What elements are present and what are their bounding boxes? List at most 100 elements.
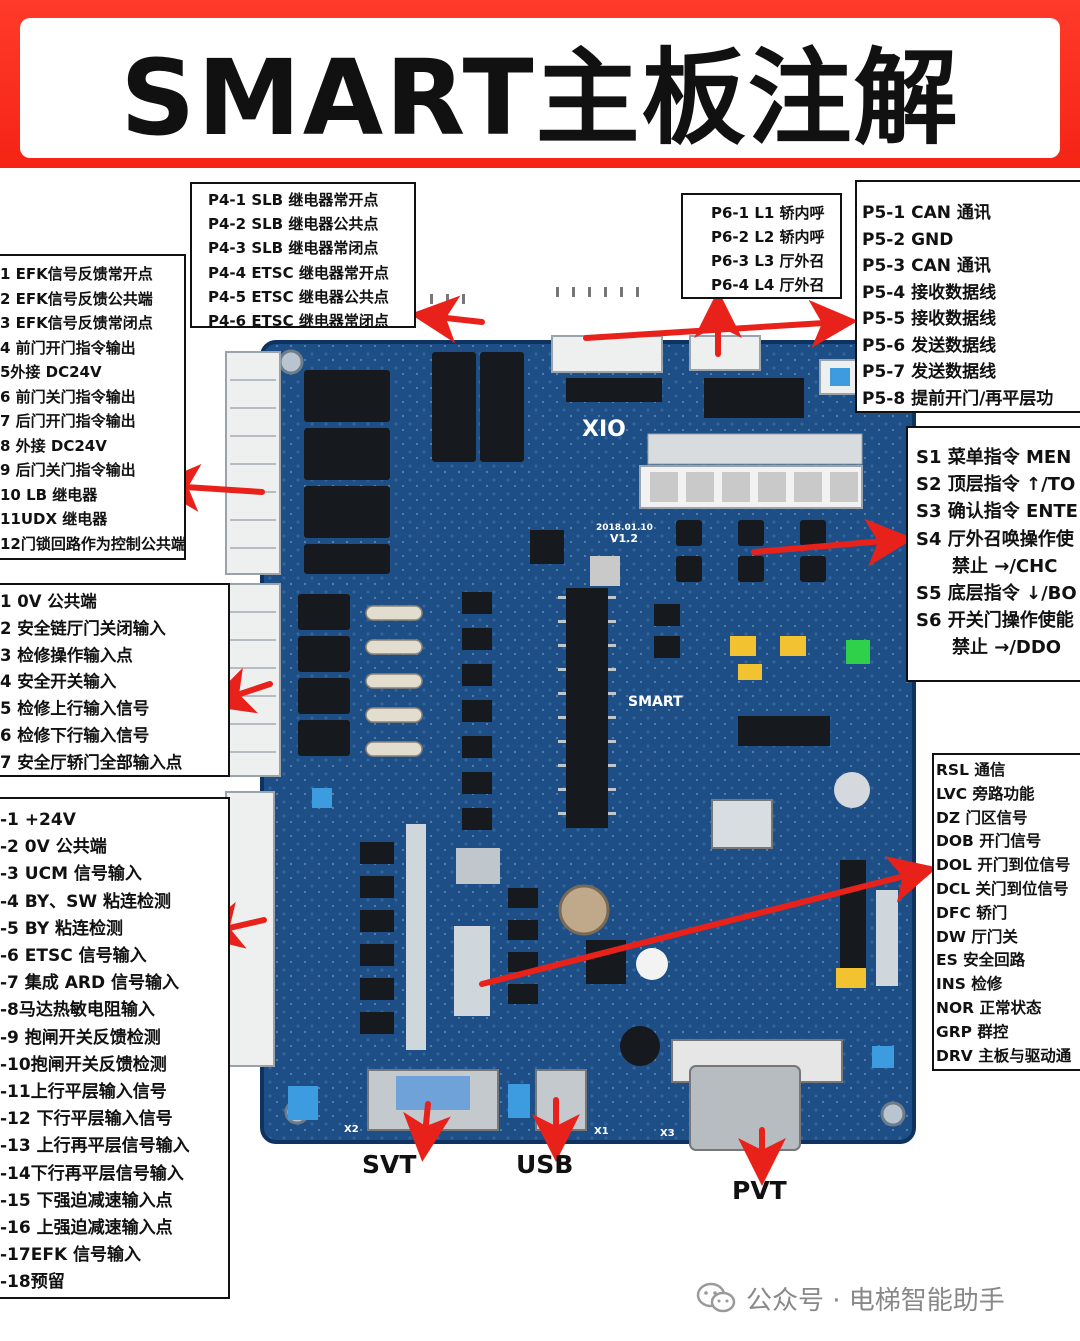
microcontroller [530, 530, 620, 828]
left1-label-row: 6 前门关门指令输出 [0, 387, 136, 406]
signal-label-row: DOL 开门到位信号 [936, 856, 1071, 875]
p6-label-box: P6-1 L1 轿内呼 P6-2 L2 轿内呼 P6-3 L3 厅外召 P6-4 L4… [681, 193, 842, 299]
left1-label-row: 9 后门关门指令输出 [0, 461, 136, 479]
board-label-date: 2018.01.10 [596, 523, 653, 533]
left3-label-row: -8马达热敏电阻输入 [0, 1000, 155, 1021]
signal-label-row: RSL 通信 [936, 761, 1006, 779]
left1-label-row: 3 EFK信号反馈常闭点 [0, 314, 153, 332]
signal-label-row: NOR 正常状态 [936, 998, 1042, 1017]
arrow-to-s-box [751, 518, 914, 567]
signal-label-row: INS 检修 [936, 975, 1003, 994]
board-label-x3: X3 [660, 1128, 675, 1139]
left2-label-row: 7 安全厅轿门全部输入点 [0, 752, 183, 772]
watermark-text: 公众号 · 电梯智能助手 [746, 1285, 1005, 1316]
signal-label-row: DFC 轿门 [936, 903, 1008, 922]
p5-label-row: P5-8 提前开门/再平层功 [862, 388, 1054, 409]
left3-label-row: -17EFK 信号输入 [0, 1245, 142, 1266]
p6-label-row: P6-1 L1 轿内呼 [711, 204, 825, 222]
left3-label-row: -4 BY、SW 粘连检测 [0, 891, 172, 912]
arrow-to-p5 [583, 299, 858, 348]
bottom-connectors [367, 1039, 843, 1151]
switch-label-row: S1 菜单指令 MEN [916, 447, 1072, 468]
p5-label-row: P5-6 发送数据线 [862, 335, 997, 356]
p4-label-row: P4-5 ETSC 继电器公共点 [208, 287, 389, 306]
switch-label-row: 禁止 →/DDO [952, 637, 1062, 659]
resistors [365, 605, 423, 757]
arrow-to-svt [403, 1101, 451, 1162]
p4-label-row: P4-4 ETSC 继电器常开点 [208, 263, 389, 282]
arrow-to-left2 [204, 667, 273, 714]
left2-label-row: 2 安全链厅门关闭输入 [0, 618, 166, 638]
left2-label-row: 3 检修操作输入点 [0, 645, 133, 665]
header-strips [406, 824, 898, 1050]
optocouplers [360, 592, 866, 1034]
seven-segment-displays [639, 433, 863, 509]
p5-label-row: P5-1 CAN 通讯 [862, 203, 991, 223]
p5-label-row: P5-2 GND [862, 229, 954, 250]
title-banner: SMART主板注解 [0, 0, 1080, 168]
switch-label-row: S6 开关门操作使能 [916, 610, 1074, 632]
p4-label-row: P4-6 ETSC 继电器常闭点 [208, 312, 389, 328]
port-label-usb: USB [516, 1150, 574, 1179]
signal-label-row: GRP 群控 [936, 1022, 1009, 1041]
left3-label-row: -16 上强迫减速输入点 [0, 1218, 173, 1239]
left3-label-row: -7 集成 ARD 信号输入 [0, 973, 179, 994]
left1-label-row: 12门锁回路作为控制公共端 [0, 534, 184, 553]
p5-label-row: P5-4 接收数据线 [862, 282, 997, 303]
signal-label-row: DOB 开门信号 [936, 832, 1042, 851]
watermark: 公众号 · 电梯智能助手 [696, 1278, 1005, 1318]
p5-label-row: P5-7 发送数据线 [862, 362, 997, 382]
board-label-smart: SMART [628, 694, 683, 710]
board-label-version: V1.2 [610, 532, 638, 545]
p6-label-row: P6-2 L2 轿内呼 [711, 228, 825, 246]
left3-label-row: -13 上行再平层信号输入 [0, 1136, 190, 1157]
indicator-parts [288, 368, 894, 1120]
board-label-x1: X1 [594, 1126, 609, 1137]
arrow-to-signal-box [479, 856, 938, 987]
left3-label-row: -3 UCM 信号输入 [0, 864, 142, 885]
left3-label-row: -14下行再平层信号输入 [0, 1163, 184, 1184]
signal-label-row: ES 安全回路 [936, 951, 1026, 970]
page-title: SMART主板注解 [20, 18, 1060, 158]
switch-label-row: 禁止 →/CHC [952, 555, 1058, 577]
arrow-to-p4 [410, 295, 485, 344]
left3-label-row: -12 下行平层输入信号 [0, 1109, 173, 1130]
left3-label-row: -10抱闸开关反馈检测 [0, 1054, 167, 1075]
left2-label-row: 4 安全开关输入 [0, 672, 117, 692]
relays [298, 352, 524, 756]
signal-label-row: DRV 主板与驱动通 [936, 1046, 1072, 1065]
left3-label-row: -18预留 [0, 1272, 65, 1293]
left2-label-row: 6 检修下行输入信号 [0, 725, 150, 745]
left1-label-row: 2 EFK信号反馈公共端 [0, 289, 153, 308]
p6-label-row: P6-3 L3 厅外召 [711, 252, 825, 270]
p4-label-row: P4-1 SLB 继电器常开点 [208, 191, 379, 209]
wechat-icon [696, 1282, 736, 1313]
left2-label-row: 1 0V 公共端 [0, 592, 97, 611]
left3-label-row: -11上行平层输入信号 [0, 1082, 167, 1103]
p5-label-row: P5-3 CAN 通讯 [862, 256, 991, 276]
switch-label-row: S2 顶层指令 ↑/TO [916, 474, 1076, 496]
p6-label-row: P6-4 L4 厅外召 [711, 276, 825, 294]
p5-label-box: P5-1 CAN 通讯 P5-2 GND P5-3 CAN 通讯 P5-4 接收数据线… [855, 180, 1080, 413]
left1-label-row: 11UDX 继电器 [0, 510, 108, 528]
left1-label-row: 10 LB 继电器 [0, 485, 98, 504]
switch-label-row: S4 厅外召唤操作使 [916, 528, 1074, 550]
left3-label-row: -5 BY 粘连检测 [0, 918, 124, 939]
left3-label-row: -2 0V 公共端 [0, 837, 107, 858]
signal-label-row: DW 厅门关 [936, 927, 1018, 946]
left1-label-row: 4 前门开门指令输出 [0, 338, 136, 357]
board-silkscreen: XIO SMART 2018.01.10 V1.2 X2 X1 X3 [344, 417, 683, 1139]
p4-label-row: P4-3 SLB 继电器常闭点 [208, 239, 379, 258]
left3-label-row: -1 +24V [0, 810, 76, 830]
port-label-pvt: PVT [732, 1176, 787, 1205]
left3-label-row: -9 抱闸开关反馈检测 [0, 1027, 161, 1048]
port-label-svt: SVT [362, 1150, 417, 1179]
left1-label-row: 8 外接 DC24V [0, 436, 107, 455]
p5-label-row: P5-5 接收数据线 [862, 309, 997, 329]
left1-label-row: 7 后门开门指令输出 [0, 412, 136, 430]
left3-label-row: -6 ETSC 信号输入 [0, 946, 147, 967]
